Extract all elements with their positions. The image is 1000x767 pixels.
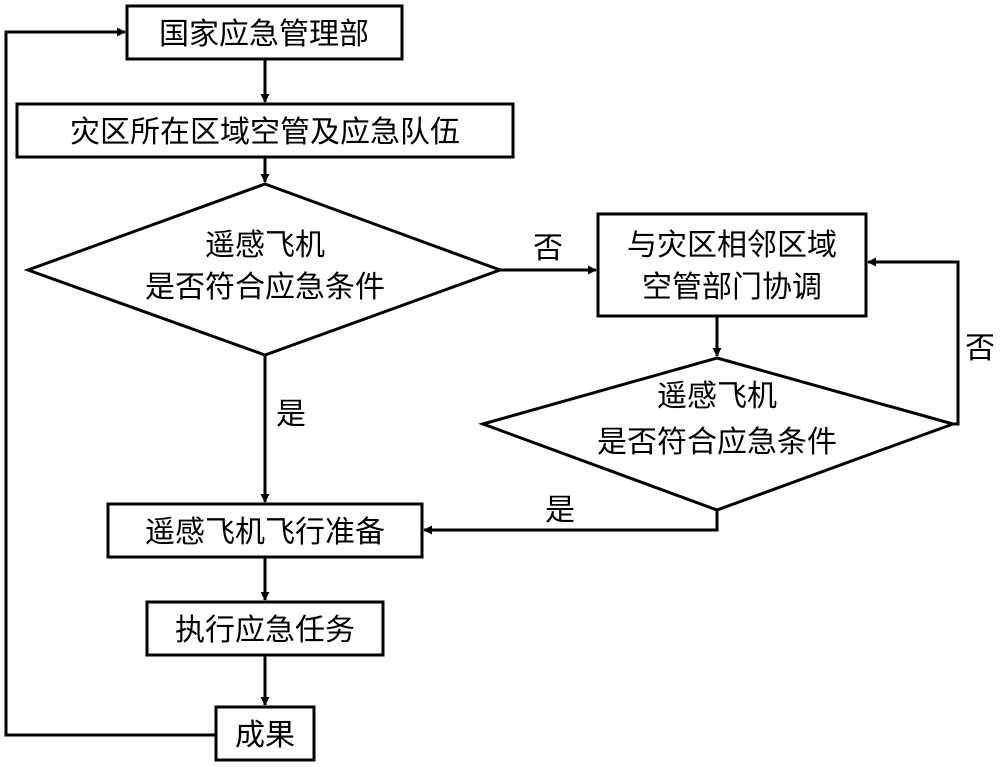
node-local-atc-label: 灾区所在区域空管及应急队伍 (70, 115, 460, 150)
node-result: 成果 (214, 705, 316, 762)
node-execute-label: 执行应急任务 (175, 613, 355, 648)
node-execute-box (145, 600, 385, 657)
node-ministry-label: 国家应急管理部 (159, 17, 369, 52)
edge-label-check2-yes: 是 (545, 493, 575, 528)
decision-check1: 遥感飞机 是否符合应急条件 (23, 182, 505, 357)
edge-check2-yes-to-prep (423, 510, 719, 535)
node-neighbor-coord-box (596, 212, 868, 318)
decision-check1-line1: 遥感飞机 (205, 228, 325, 263)
edge-label-check1-yes: 是 (276, 397, 306, 432)
edge-check2-no-back-to-neighbor (867, 257, 960, 426)
decision-check2-line1: 遥感飞机 (657, 379, 777, 414)
decision-check1-line2: 是否符合应急条件 (145, 270, 385, 305)
node-neighbor-coord-line2: 空管部门协调 (642, 270, 822, 305)
node-neighbor-coord-line1: 与灾区相邻区域 (627, 228, 837, 263)
decision-check2: 遥感飞机 是否符合应急条件 (478, 356, 958, 512)
node-prep: 遥感飞机飞行准备 (106, 502, 424, 559)
node-prep-label: 遥感飞机飞行准备 (145, 515, 385, 550)
edge-label-check2-no: 否 (965, 331, 995, 366)
node-local-atc: 灾区所在区域空管及应急队伍 (15, 102, 515, 159)
edge-label-check1-no: 否 (533, 231, 563, 266)
node-execute: 执行应急任务 (145, 600, 385, 657)
edge-result-feedback-to-ministry (4, 27, 216, 737)
node-result-label: 成果 (235, 718, 295, 753)
node-local-atc-box (15, 102, 515, 159)
node-ministry: 国家应急管理部 (125, 4, 404, 61)
node-ministry-box (125, 4, 404, 61)
decision-check2-line2: 是否符合应急条件 (597, 425, 837, 460)
node-neighbor-coord: 与灾区相邻区域 空管部门协调 (596, 212, 868, 318)
